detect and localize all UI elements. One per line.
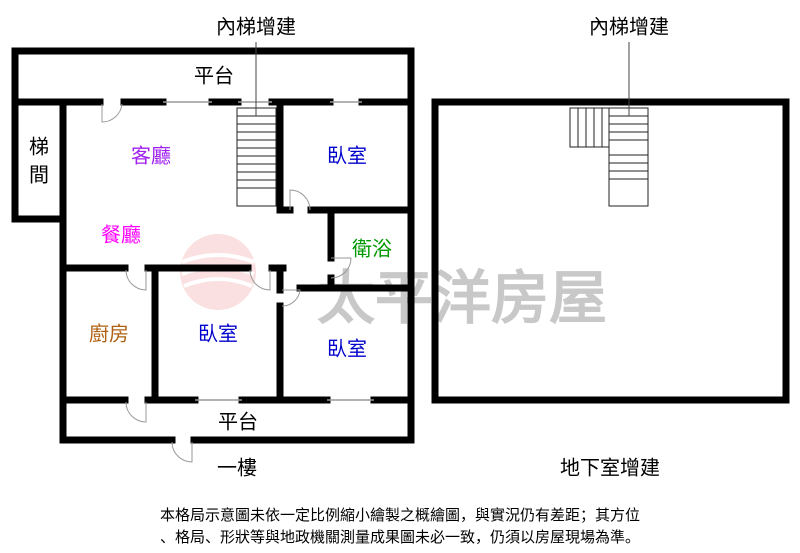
room-kitchen: 廚房 (89, 322, 129, 346)
first-floor-stair-note: 內梯增建 (216, 15, 296, 39)
first-floor-stairs (236, 42, 277, 207)
basement-stairs (569, 42, 649, 207)
first-floor-walls (11, 47, 415, 444)
room-stairwell-1: 梯 (29, 135, 49, 159)
doors (101, 103, 352, 463)
room-bedroom-top-right: 臥室 (327, 144, 367, 168)
room-bedroom-bottom-right: 臥室 (327, 337, 367, 361)
disclaimer-line-1: 本格局示意圖未依一定比例縮小繪製之概繪圖，與實況仍有差距；其方位 (159, 506, 640, 524)
room-living: 客廳 (131, 144, 171, 168)
room-platform-top: 平台 (194, 64, 234, 88)
room-platform-bottom: 平台 (218, 410, 258, 434)
basement-walls (431, 98, 790, 404)
windows (163, 101, 374, 401)
basement-stair-note: 內梯增建 (589, 15, 669, 39)
room-stairwell-2: 間 (29, 163, 49, 187)
room-bedroom-middle: 臥室 (198, 322, 238, 346)
basement-title: 地下室增建 (560, 456, 660, 480)
disclaimer-line-2: 、格局、形狀等與地政機關測量成果圖未必一致，仍須以房屋現場為準。 (159, 528, 640, 546)
watermark-text: 太平洋房屋 (317, 264, 607, 332)
room-bath: 衛浴 (352, 237, 392, 261)
room-dining: 餐廳 (101, 223, 141, 247)
watermark-logo-icon (180, 234, 256, 310)
first-floor-title: 一樓 (217, 456, 257, 480)
